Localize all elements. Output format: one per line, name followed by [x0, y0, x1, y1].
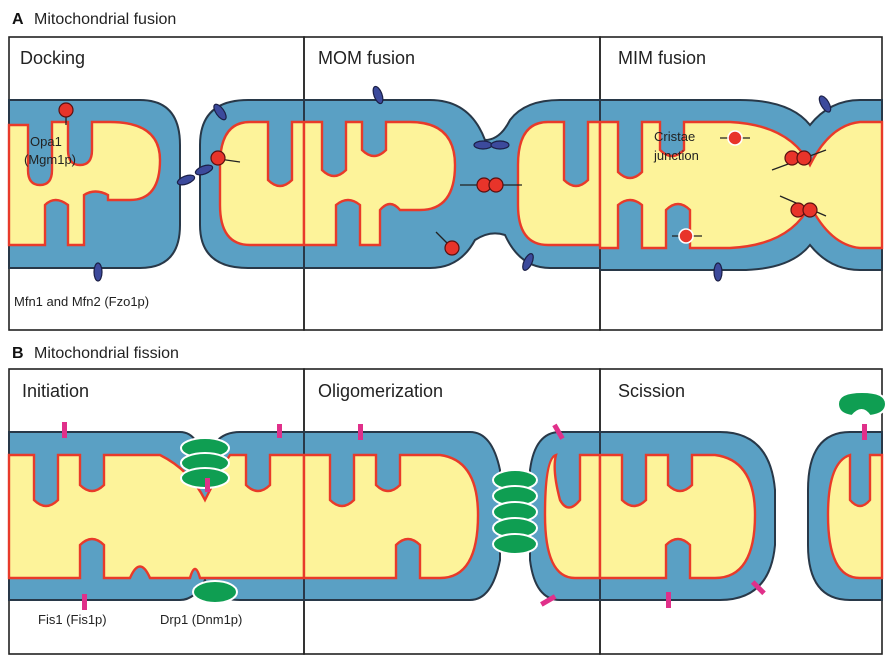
- panel-title-mim-fusion: MIM fusion: [618, 48, 706, 68]
- label-drp1: Drp1 (Dnm1p): [160, 612, 242, 627]
- panel-title-initiation: Initiation: [22, 381, 89, 401]
- section-b-letter: B: [12, 345, 24, 362]
- inner-membrane-right: [518, 122, 600, 245]
- opa1-icon: [728, 131, 742, 145]
- fis1-icon: [82, 594, 87, 610]
- label-junction: junction: [653, 148, 699, 163]
- label-fis1: Fis1 (Fis1p): [38, 612, 107, 627]
- fis1-icon: [358, 424, 363, 440]
- fis1-icon: [666, 592, 671, 608]
- drp1-icon: [838, 392, 885, 416]
- mitofusin-icon: [714, 263, 722, 281]
- opa1-icon: [797, 151, 811, 165]
- label-cristae: Cristae: [654, 129, 695, 144]
- panel-oligomerization: Oligomerization: [304, 369, 600, 654]
- opa1-icon: [211, 151, 225, 165]
- drp1-icon: [493, 534, 537, 554]
- panel-title-mom-fusion: MOM fusion: [318, 48, 415, 68]
- mitofusin-icon: [491, 141, 509, 149]
- panel-mom-fusion: MOM fusion: [304, 37, 600, 330]
- panel-title-oligomerization: Oligomerization: [318, 381, 443, 401]
- fis1-icon: [277, 424, 282, 438]
- section-b-title: Mitochondrial fission: [34, 345, 179, 362]
- drp1-icon: [193, 581, 237, 603]
- label-mitofusins: Mfn1 and Mfn2 (Fzo1p): [14, 294, 149, 309]
- panel-scission: Scission: [600, 369, 885, 654]
- fis1-icon: [862, 424, 867, 440]
- fis1-icon: [205, 478, 210, 492]
- fis1-icon: [62, 422, 67, 438]
- section-a-letter: A: [12, 11, 24, 28]
- panel-initiation: Initiation Fis1 (Fis1p) Drp1 (Dnm1p): [9, 369, 304, 654]
- opa1-icon: [445, 241, 459, 255]
- label-mgm1p: (Mgm1p): [24, 152, 76, 167]
- mitofusin-icon: [94, 263, 102, 281]
- panel-mim-fusion: MIM fusion Cristae junction: [600, 37, 882, 330]
- panel-title-scission: Scission: [618, 381, 685, 401]
- inner-membrane-right: [220, 122, 304, 245]
- panel-docking: Docking Opa1 (Mgm1p) Mfn1 and Mfn2 (Fzo1…: [9, 37, 304, 330]
- mitofusin-icon: [817, 94, 833, 114]
- opa1-icon: [489, 178, 503, 192]
- opa1-icon: [803, 203, 817, 217]
- label-opa1: Opa1: [30, 134, 62, 149]
- opa1-icon: [59, 103, 73, 117]
- opa1-icon: [679, 229, 693, 243]
- section-a-title: Mitochondrial fusion: [34, 11, 176, 28]
- panel-title-docking: Docking: [20, 48, 85, 68]
- mitofusin-icon: [474, 141, 492, 149]
